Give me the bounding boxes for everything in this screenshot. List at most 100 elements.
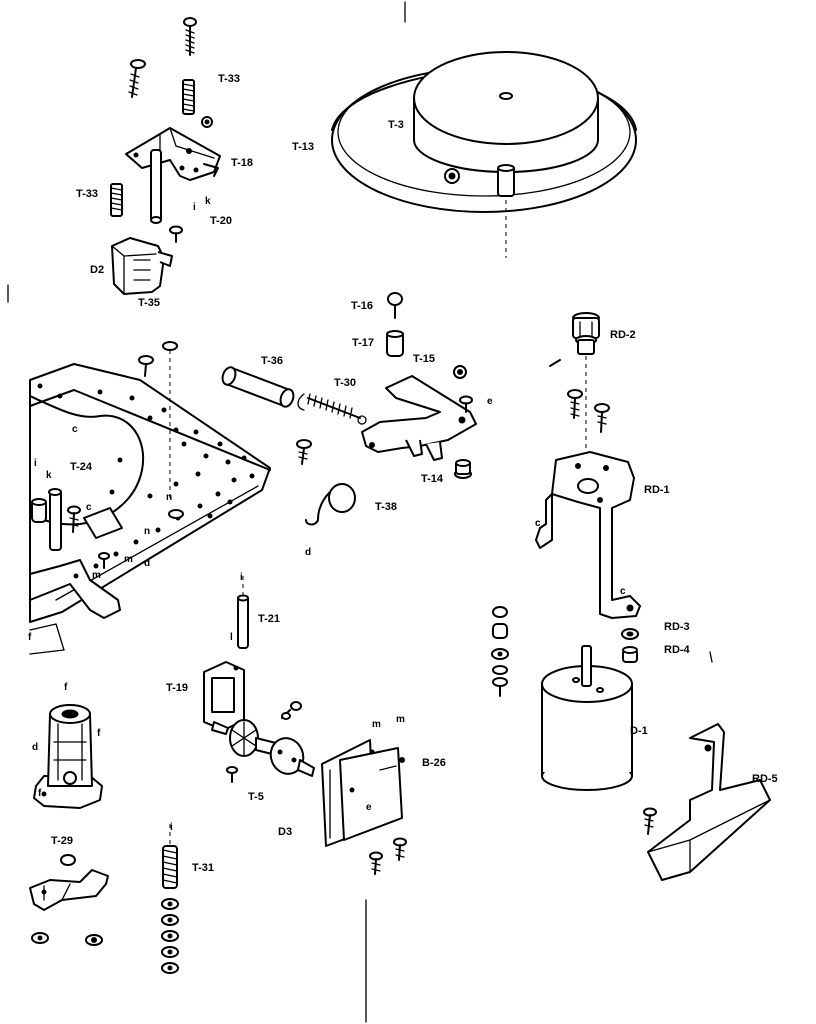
label-m-chassis2: m: [92, 570, 101, 581]
part-t16-pin: [387, 292, 403, 319]
part-screw-t30: [296, 439, 312, 465]
part-t18-bracket: [125, 127, 221, 181]
part-screw-rd5: [643, 807, 657, 835]
label-i-chassis: i: [34, 458, 37, 469]
label-c-chassis2: c: [86, 502, 92, 513]
label-t35: T-35: [138, 297, 160, 309]
label-t20: T-20: [210, 215, 232, 227]
part-t17-bushing: [386, 330, 404, 357]
part-t33-spring-top: [182, 79, 195, 115]
label-t38: T-38: [375, 501, 397, 513]
part-t3-platter: [413, 51, 599, 173]
part-screw-t15: [459, 395, 473, 413]
label-m1: m: [372, 719, 381, 730]
label-rd4: RD-4: [664, 644, 691, 656]
part-t31-spring-stack: [161, 824, 179, 974]
part-screw-t24-left: [138, 355, 154, 377]
part-t3-spindle: [497, 164, 515, 197]
part-t19-bracket: [203, 661, 245, 731]
part-chassis-small-screw: [98, 552, 110, 569]
label-t24: T-24: [70, 461, 93, 473]
label-t36: T-36: [261, 355, 283, 367]
label-c-bracket-right: c: [620, 586, 626, 597]
label-t19: T-19: [166, 682, 188, 694]
label-t33-top: T-33: [218, 73, 240, 85]
part-t15-nut: [453, 365, 467, 379]
part-nuts-t29: [31, 932, 103, 946]
label-i-t31: i: [170, 822, 173, 833]
label-n-chassis: n: [166, 492, 172, 503]
label-t33-left: T-33: [76, 188, 98, 200]
label-m-chassis: m: [124, 554, 133, 565]
label-d1: D-1: [630, 725, 648, 737]
part-t38-spring: [305, 483, 356, 526]
label-d-spring: d: [305, 547, 311, 558]
label-e-arm: e: [487, 396, 493, 407]
label-t5: T-5: [248, 791, 264, 803]
part-t24-chassis: [29, 363, 271, 655]
label-t15: T-15: [413, 353, 435, 365]
label-t14: T-14: [421, 473, 444, 485]
label-t3: T-3: [388, 119, 404, 131]
label-d-chassis: d: [144, 558, 150, 569]
label-l-t21: l: [230, 632, 233, 643]
part-chassis-bushing: [31, 498, 47, 523]
part-chassis-screw: [67, 505, 81, 533]
part-screw-t24-top: [162, 341, 178, 500]
label-rd3: RD-3: [664, 621, 690, 633]
part-d2-solenoid: [111, 237, 173, 295]
part-chassis-post: [48, 488, 62, 551]
label-m2: m: [396, 714, 405, 725]
label-t13: T-13: [292, 141, 314, 153]
label-d3: D3: [278, 826, 292, 838]
part-rd1-bracket: [535, 451, 641, 619]
label-i-t21: i: [240, 572, 243, 583]
part-set-screw: [549, 359, 561, 367]
label-t30: T-30: [334, 377, 356, 389]
label-c-chassis: c: [72, 424, 78, 435]
part-t21-shaft: [237, 594, 249, 649]
scan-marks: [7, 1, 713, 1023]
part-t20-arm: [150, 149, 162, 224]
label-f-chassis: f: [28, 632, 32, 643]
label-e-plate: e: [366, 802, 372, 813]
part-t14-cap: [454, 459, 472, 479]
label-rd1: RD-1: [644, 484, 670, 496]
part-screw-top-left: [128, 59, 146, 98]
part-t13-nut: [444, 168, 460, 184]
part-bearing-housing: [33, 704, 103, 809]
part-t36-roller: [221, 366, 295, 408]
part-rd5-foot: [647, 723, 771, 881]
label-d2: D2: [90, 264, 104, 276]
label-f-bottom: f: [38, 788, 42, 799]
part-screw-rd1-left: [567, 389, 583, 419]
label-t18: T-18: [231, 157, 253, 169]
part-rd3-washer: [621, 628, 639, 640]
label-b26: B-26: [422, 757, 446, 769]
part-t5-small-screw: [281, 701, 302, 720]
label-i-top: i: [193, 202, 196, 213]
label-t29: T-29: [51, 835, 73, 847]
part-b26-plate: [339, 747, 405, 841]
label-d-left: d: [32, 742, 38, 753]
part-motor-mount-stack: [491, 606, 509, 697]
label-t21: T-21: [258, 613, 280, 625]
part-t30-spring: [297, 393, 367, 425]
label-k-chassis: k: [46, 470, 52, 481]
label-rd5: RD-5: [752, 773, 778, 785]
part-d1-motor: [541, 645, 633, 791]
part-nut-small-top: [201, 116, 213, 128]
label-t17: T-17: [352, 337, 374, 349]
part-rd4-bushing: [622, 646, 638, 663]
part-t15-lever: [361, 375, 477, 461]
part-screws-d3: [369, 837, 407, 875]
part-screw-top: [183, 17, 197, 56]
label-t16: T-16: [351, 300, 373, 312]
label-rd2: RD-2: [610, 329, 636, 341]
part-screw-rd1-right: [594, 403, 610, 433]
label-f-right: f: [97, 728, 101, 739]
part-rd2-pulley: [572, 312, 600, 355]
label-t31: T-31: [192, 862, 214, 874]
part-screw-t20: [169, 225, 183, 243]
